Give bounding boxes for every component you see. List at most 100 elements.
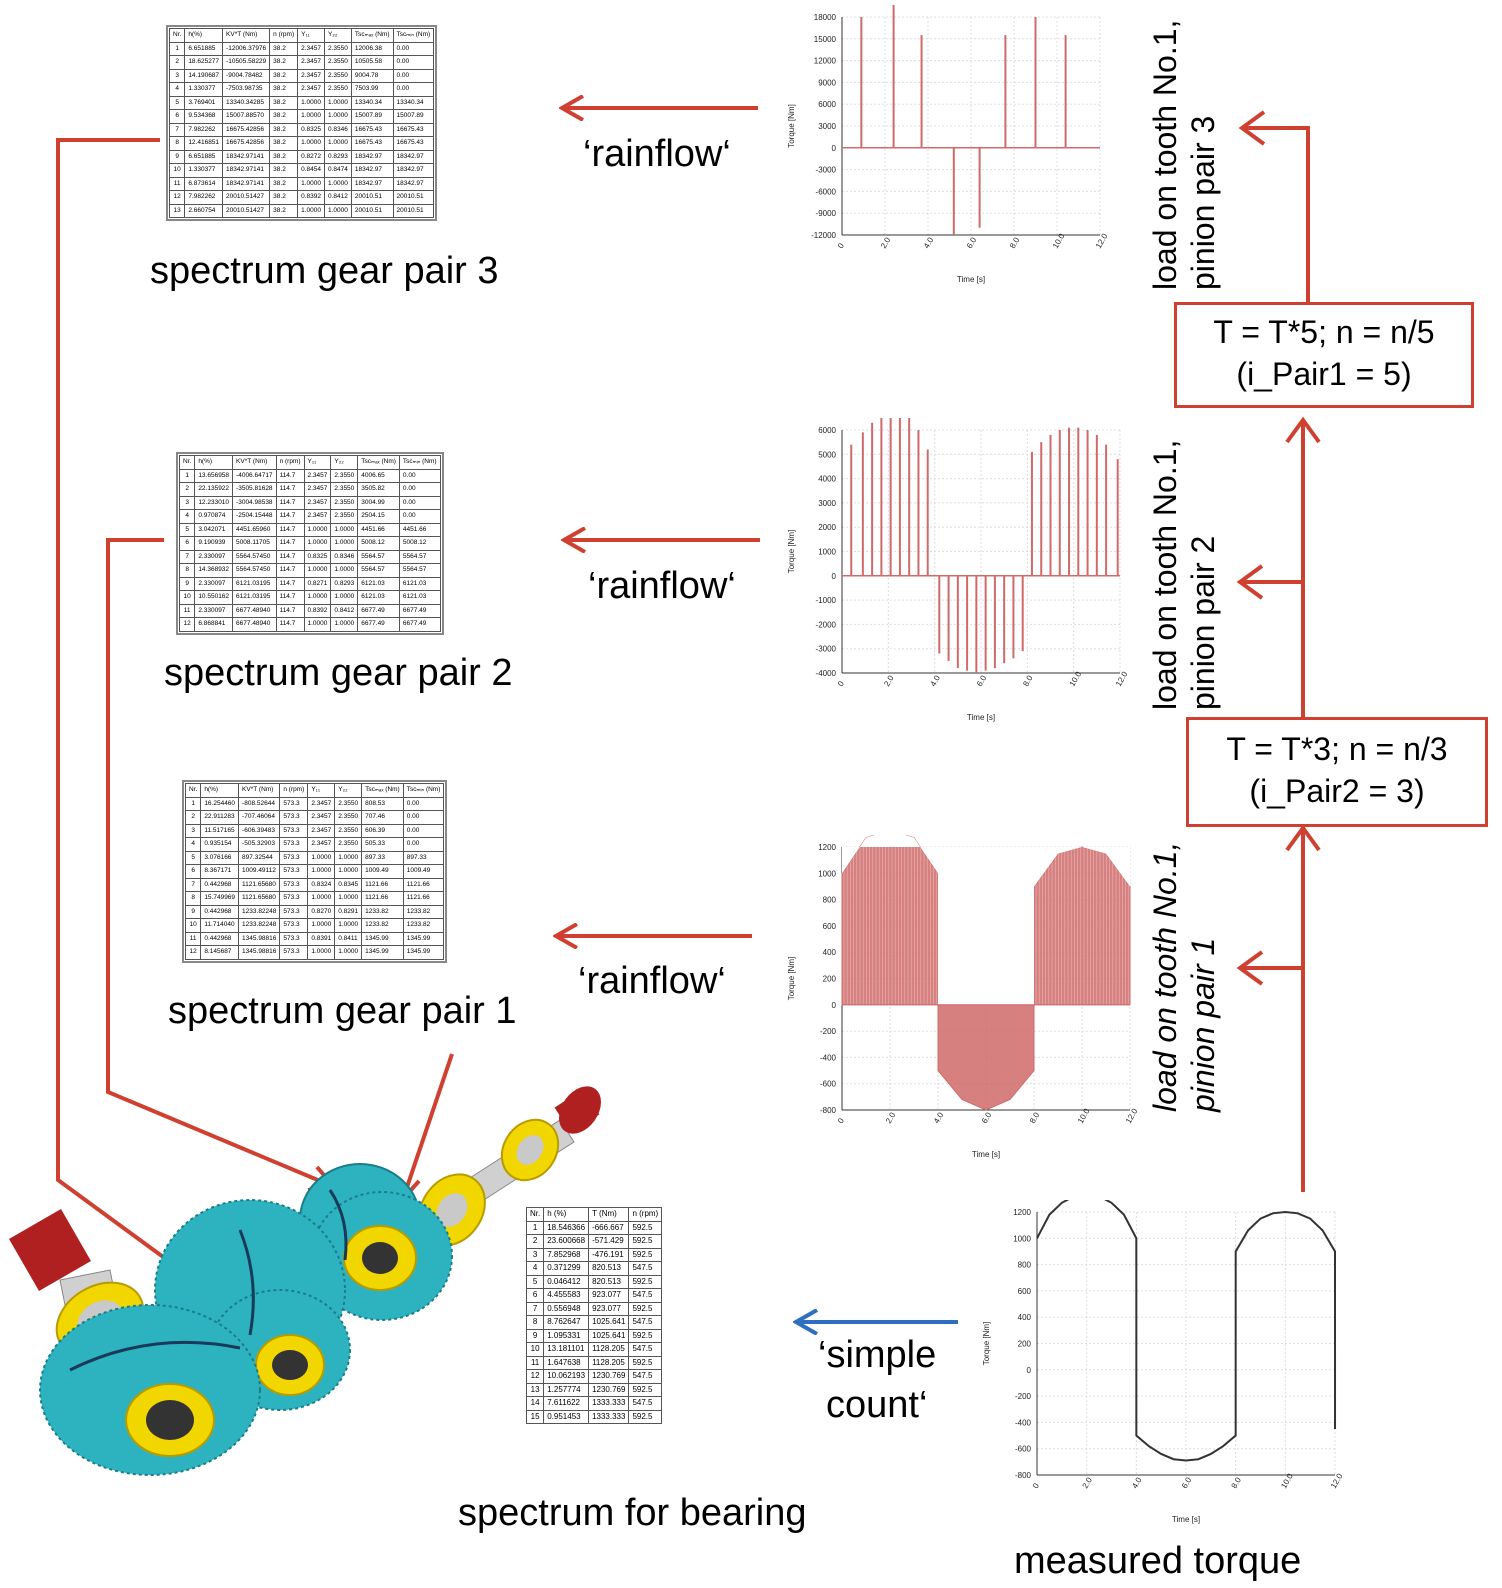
table-cell: 5 — [525, 1274, 545, 1289]
chart-series — [842, 418, 1120, 673]
table-cell: 0.8412 — [324, 190, 352, 205]
rainflow-label-pair2: ‘rainflow‘ — [588, 565, 736, 607]
table-cell: 114.7 — [275, 617, 305, 632]
y-tick-label: 6000 — [818, 100, 836, 109]
table-cell: 13340.34285 — [222, 95, 271, 110]
table-cell: 18342.97 — [350, 149, 394, 164]
area-mask — [1034, 847, 1130, 887]
table-cell: 2.3457 — [307, 823, 336, 838]
table-cell: 2.3550 — [330, 482, 359, 497]
table-cell: 1121.66 — [361, 891, 404, 906]
table-cell: 1.0000 — [324, 176, 352, 191]
rainflow-label-pair1: ‘rainflow‘ — [578, 960, 726, 1002]
table-header-cell: KV*T (Nm) — [232, 455, 277, 470]
table-cell: 1.0000 — [297, 203, 326, 218]
x-tick-label: 2.0 — [1081, 1475, 1095, 1490]
table-cell: -606.39483 — [238, 823, 281, 838]
table-cell: 6 — [184, 864, 202, 879]
y-tick-label: 4000 — [818, 475, 836, 484]
table-cell: 1121.66 — [402, 891, 445, 906]
gear-large-bottom — [39, 1189, 348, 1476]
table-cell: 2.3457 — [307, 837, 336, 852]
table-cell: 16675.43 — [392, 136, 435, 151]
table-cell: 11.714040 — [200, 918, 240, 933]
table-cell: 22.911283 — [200, 810, 240, 825]
table-cell: 606.39 — [361, 823, 404, 838]
table-cell: 15.749969 — [200, 891, 240, 906]
table-cell: 18342.97141 — [222, 176, 271, 191]
table-cell: 1 — [168, 41, 186, 56]
table-cell: 1345.99 — [402, 945, 445, 960]
table-cell: 6121.03 — [398, 590, 441, 605]
table-cell: 0.8270 — [307, 904, 336, 919]
y-tick-label: 2000 — [818, 523, 836, 532]
table-cell: 0.8291 — [334, 904, 363, 919]
table-cell: 1121.65680 — [238, 877, 281, 892]
table-cell: 1.0000 — [334, 864, 363, 879]
table-cell: 9004.78 — [350, 68, 394, 83]
table-cell: 1.0000 — [297, 109, 326, 124]
y-tick-label: 12000 — [814, 57, 837, 66]
table-cell: 11 — [178, 603, 196, 618]
bearing-upper-right — [500, 1118, 560, 1182]
table-cell: 2.3550 — [334, 796, 363, 811]
y-tick-label: -6000 — [816, 187, 837, 196]
table-cell: 7 — [168, 122, 186, 137]
table-cell: 20010.51 — [350, 203, 394, 218]
table-cell: 0.00 — [392, 82, 435, 97]
area-segment — [937, 1004, 1035, 1111]
rainflow-label-pair3: ‘rainflow‘ — [583, 133, 731, 175]
table-cell: 0.442968 — [200, 877, 240, 892]
table-cell: 15007.89 — [350, 109, 394, 124]
table-cell: 2.3457 — [297, 68, 326, 83]
table-cell: 1233.82 — [361, 918, 404, 933]
table-cell: 13.656958 — [194, 468, 234, 483]
table-cell: 897.33 — [402, 850, 445, 865]
table-cell: 16675.42856 — [222, 122, 271, 137]
load-label-pair2-line1: load on tooth No.1, — [1147, 439, 1183, 710]
load-label-pair1-line2: pinion pair 1 — [1185, 937, 1221, 1112]
y-tick-label: -800 — [820, 1106, 837, 1115]
table-cell: 9.534368 — [184, 109, 224, 124]
y-tick-label: 5000 — [818, 450, 836, 459]
x-tick-label: 10.0 — [1051, 232, 1067, 250]
table-cell: 114.7 — [275, 536, 305, 551]
table-cell: 2.3550 — [334, 823, 363, 838]
flow-line-top — [1244, 126, 1310, 305]
table-cell: 1233.82 — [402, 918, 445, 933]
table-cell: 1333.333 — [588, 1409, 630, 1424]
table-cell: 707.46 — [361, 810, 404, 825]
table-cell: 0.8325 — [297, 122, 326, 137]
table-cell: 4451.65960 — [232, 522, 277, 537]
y-tick-label: -9000 — [816, 209, 837, 218]
table-cell: 1.0000 — [303, 617, 332, 632]
y-tick-label: 1000 — [818, 869, 836, 878]
y-tick-label: 400 — [823, 948, 837, 957]
table-header-cell: n (rpm) — [269, 28, 299, 43]
table-cell: 38.2 — [269, 136, 299, 151]
table-cell: 10 — [178, 590, 196, 605]
y-tick-label: -600 — [820, 1080, 837, 1089]
table-cell: 0.8325 — [303, 549, 332, 564]
caption-measured-torque: measured torque — [1014, 1540, 1302, 1582]
y-tick-label: 800 — [823, 896, 837, 905]
table-header-cell: KV*T (Nm) — [238, 783, 281, 798]
table-cell: 0.00 — [398, 495, 441, 510]
table-cell: 6121.03 — [357, 576, 400, 591]
table-cell: 38.2 — [269, 149, 299, 164]
load-label-pair2: load on tooth No.1, pinion pair 2 — [1146, 440, 1222, 710]
y-tick-label: 15000 — [814, 35, 837, 44]
table-cell: 16.254460 — [200, 796, 240, 811]
